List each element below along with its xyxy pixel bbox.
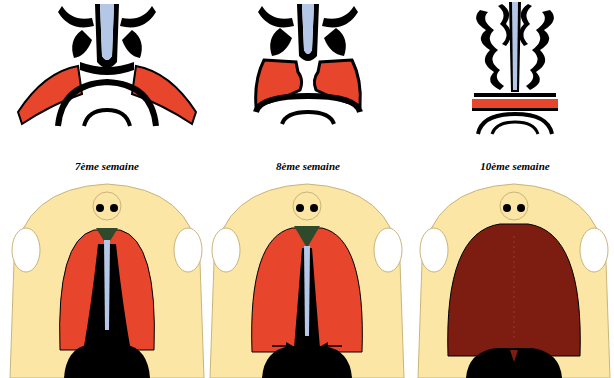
section-week10 [472,2,558,134]
week-label: 7ème semaine [75,160,139,172]
section-week7 [18,4,196,126]
palate-week8 [210,184,404,378]
palate-week10 [418,184,610,378]
palate-week7 [10,184,204,378]
section-week8 [256,4,361,124]
week-label: 8ème semaine [276,160,340,172]
week-label: 10ème semaine [480,160,549,172]
